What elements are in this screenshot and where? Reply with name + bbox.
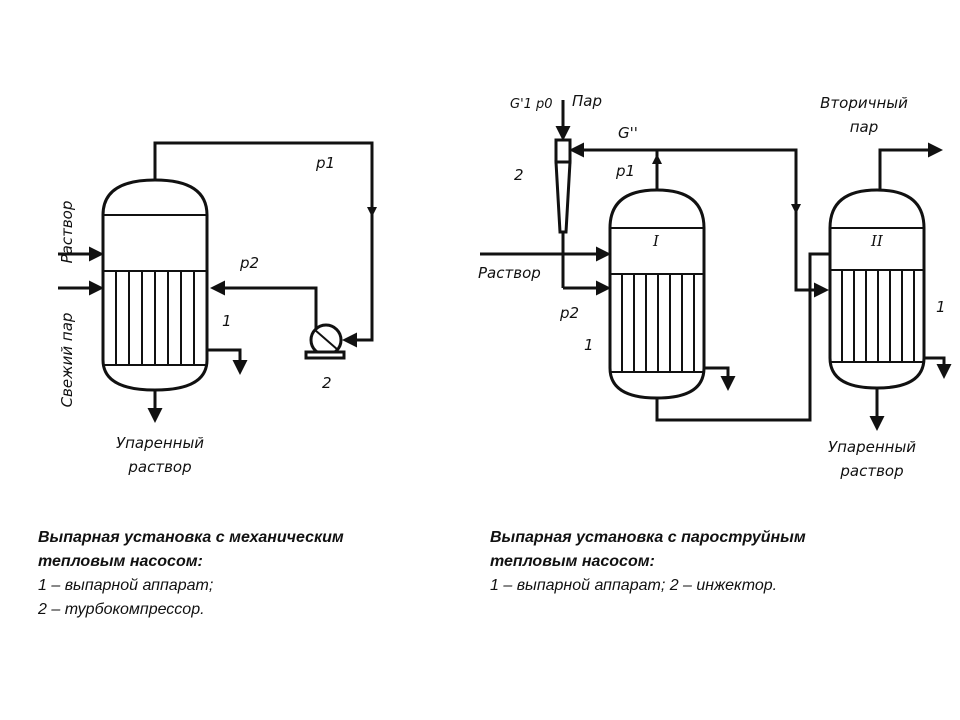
left-vapour-pipe (153, 141, 374, 348)
right-caption: Выпарная установка с пароструйным теплов… (490, 526, 806, 598)
left-label-p2: p2 (239, 254, 259, 272)
evaporator-vessel-I (608, 188, 706, 400)
right-label-p1: p1 (615, 162, 635, 180)
evaporator-vessel-II (828, 188, 926, 390)
right-label-p2: p2 (559, 304, 579, 322)
left-tube-bundle (115, 271, 195, 365)
right-label-2: 2 (514, 166, 524, 184)
left-caption-line-1: 1 – выпарной аппарат; (38, 577, 214, 594)
left-label-2: 2 (322, 374, 332, 392)
right-label-solution: Раствор (478, 264, 541, 282)
right-caption-title-2: тепловым насосом: (490, 553, 655, 570)
right-label-1-right: 1 (936, 298, 946, 316)
left-condensate-outlet (207, 348, 248, 375)
right-caption-line-1: 1 – выпарной аппарат; 2 – инжектор. (490, 577, 778, 594)
vessel-II-condensate (924, 356, 952, 379)
left-evaporator-vessel (101, 178, 209, 392)
right-label-output-2: раствор (839, 462, 903, 480)
vessel-II-secondary-outlet (878, 142, 943, 190)
turbocompressor (304, 323, 346, 360)
injector (554, 138, 572, 234)
left-compressed-steam-pipe (210, 280, 318, 328)
right-label-output-1: Упаренный (828, 438, 916, 456)
right-label-g1p0: G'1 p0 (510, 97, 553, 112)
left-label-solution: Раствор (58, 201, 76, 264)
right-label-steam: Пар (572, 92, 602, 110)
left-caption-title-2: тепловым насосом: (38, 553, 203, 570)
left-diagram: Раствор Свежий пар p1 p2 1 2 Упаренный р… (58, 141, 377, 476)
vessel-I-condensate (704, 366, 736, 391)
right-label-1-left: 1 (584, 336, 594, 354)
right-diagram: G'1 p0 Пар G'' 2 p1 Вторичный пар I II Р… (478, 92, 952, 480)
right-label-secondary-2: пар (850, 118, 879, 136)
right-label-vessel-I: I (652, 232, 660, 250)
right-label-g2: G'' (618, 124, 638, 142)
left-caption: Выпарная установка с механическим теплов… (38, 526, 344, 622)
left-label-1: 1 (222, 312, 232, 330)
left-label-output-2: раствор (127, 458, 191, 476)
left-label-output-1: Упаренный (116, 434, 204, 452)
right-label-secondary-1: Вторичный (820, 94, 908, 112)
left-label-fresh-steam: Свежий пар (58, 313, 76, 408)
left-caption-line-2: 2 – турбокомпрессор. (38, 601, 205, 618)
left-label-p1: p1 (315, 154, 335, 172)
right-label-vessel-II: II (870, 232, 884, 250)
right-caption-title-1: Выпарная установка с пароструйным (490, 529, 806, 546)
vessel-I-to-II-bottom (655, 252, 830, 422)
left-caption-title-1: Выпарная установка с механическим (38, 529, 344, 546)
